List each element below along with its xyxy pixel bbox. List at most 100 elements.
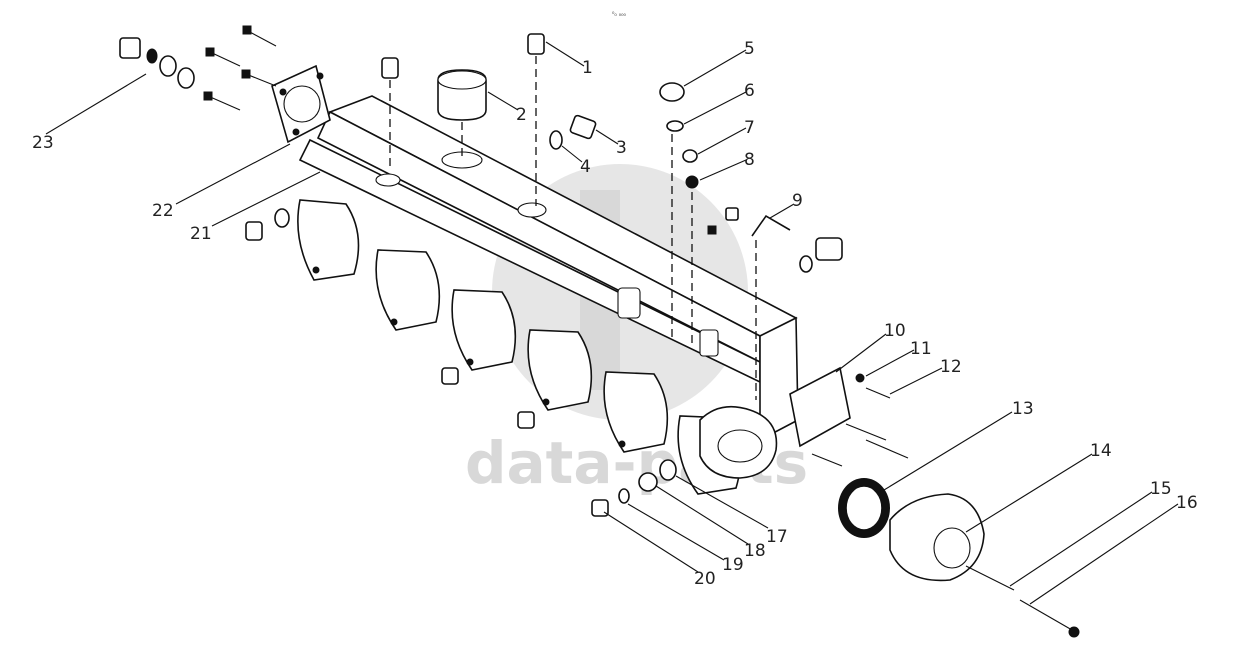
callout-3: 3 xyxy=(616,138,627,158)
washer-19 xyxy=(618,488,630,504)
bolt-head xyxy=(241,69,251,79)
callout-7: 7 xyxy=(744,118,755,138)
callout-11: 11 xyxy=(910,339,932,359)
leader-4 xyxy=(561,145,583,163)
manifold-body xyxy=(297,95,799,495)
part-17-20-fittings xyxy=(441,367,677,517)
leader-6 xyxy=(683,91,747,125)
fitting-3 xyxy=(569,114,597,140)
leader-10 xyxy=(835,333,887,373)
callout-1: 1 xyxy=(582,58,593,78)
leader-16 xyxy=(1029,503,1179,605)
leader-2 xyxy=(487,91,519,111)
leader-11 xyxy=(865,349,915,377)
leader-1 xyxy=(545,41,585,67)
callout-19: 19 xyxy=(722,555,744,575)
outlet-flange-5 xyxy=(603,371,669,453)
flange-hole xyxy=(390,318,398,326)
leader-23 xyxy=(45,73,147,135)
flange-hole xyxy=(618,440,626,448)
callout-12: 12 xyxy=(940,357,962,377)
leader-22 xyxy=(175,143,291,205)
cover-plate-10 xyxy=(789,366,851,448)
washer-23b xyxy=(159,55,177,77)
callout-17: 17 xyxy=(766,527,788,547)
callout-4: 4 xyxy=(580,157,591,177)
washer-23c xyxy=(177,67,195,89)
callout-15: 15 xyxy=(1150,479,1172,499)
callout-22: 22 xyxy=(152,201,174,221)
outlet-flange-1 xyxy=(297,199,360,281)
bolt xyxy=(207,95,241,111)
elbow-flange-hole xyxy=(279,88,287,96)
elbow-flange-bore xyxy=(283,85,321,123)
callout-20: 20 xyxy=(694,569,716,589)
plug-20 xyxy=(591,499,609,517)
leader-7 xyxy=(697,127,747,155)
leader-18 xyxy=(655,485,749,545)
callout-8: 8 xyxy=(744,150,755,170)
flange-hole xyxy=(466,358,474,366)
callout-5: 5 xyxy=(744,39,755,59)
cap-5 xyxy=(659,82,685,102)
washer-11 xyxy=(855,373,865,383)
plug-1 xyxy=(527,33,545,55)
leader-20 xyxy=(603,511,699,573)
callout-21: 21 xyxy=(190,224,212,244)
part-23-plug-washers xyxy=(119,37,195,89)
bolt xyxy=(811,453,843,467)
inlet-elbow-flange xyxy=(203,25,331,144)
washer-21 xyxy=(274,208,290,228)
nut-16 xyxy=(1068,626,1080,638)
part-9-pipe xyxy=(707,207,843,400)
small-fitting xyxy=(707,225,717,235)
pipe-9 xyxy=(751,214,791,237)
outlet-flange-2 xyxy=(375,249,441,331)
thermostat-13 xyxy=(845,485,883,531)
flange-hole xyxy=(542,398,550,406)
thermostat-bore xyxy=(717,429,763,463)
leader-17 xyxy=(675,475,769,529)
leader-3 xyxy=(595,129,619,145)
top-boss xyxy=(617,287,641,319)
bolt-15 xyxy=(965,565,1015,591)
elbow-flange-hole xyxy=(292,128,300,136)
plug-21 xyxy=(245,221,263,241)
washer-8 xyxy=(685,175,699,189)
callout-6: 6 xyxy=(744,81,755,101)
top-port-mid xyxy=(517,202,547,218)
header-mark: ⁰₀ ₀₀₀ xyxy=(612,11,627,18)
callout-13: 13 xyxy=(1012,399,1034,419)
part-13-16-thermostat xyxy=(838,478,1080,638)
callout-23: 23 xyxy=(32,133,54,153)
plug-23 xyxy=(119,37,141,59)
plug-left-lower xyxy=(441,367,459,385)
bolt-head xyxy=(205,47,215,57)
washer-17 xyxy=(659,459,677,481)
part-21-plug xyxy=(245,208,290,241)
callout-labels: 1 2 3 4 5 6 7 8 9 10 11 12 13 14 15 16 1… xyxy=(32,39,1198,589)
sleeve-2-top xyxy=(437,70,487,90)
washer-23a xyxy=(146,48,158,64)
callout-18: 18 xyxy=(744,541,766,561)
nut-18 xyxy=(638,472,658,492)
bolt xyxy=(245,73,277,87)
bolt-12 xyxy=(865,387,891,399)
callout-16: 16 xyxy=(1176,493,1198,513)
bolt xyxy=(209,51,241,67)
outlet-flange-4 xyxy=(527,329,593,411)
leader-8 xyxy=(699,159,747,181)
plug-7 xyxy=(682,149,698,163)
callout-9: 9 xyxy=(792,191,803,211)
leader-5 xyxy=(683,49,747,87)
housing-14-bore xyxy=(933,527,971,569)
washer-right xyxy=(799,255,813,273)
bolt-head xyxy=(203,91,213,101)
bolt xyxy=(865,439,909,459)
leader-19 xyxy=(627,503,725,561)
top-port-left xyxy=(375,173,401,187)
bolt-head xyxy=(242,25,252,35)
washer-4 xyxy=(549,130,563,150)
flange-hole xyxy=(312,266,320,274)
